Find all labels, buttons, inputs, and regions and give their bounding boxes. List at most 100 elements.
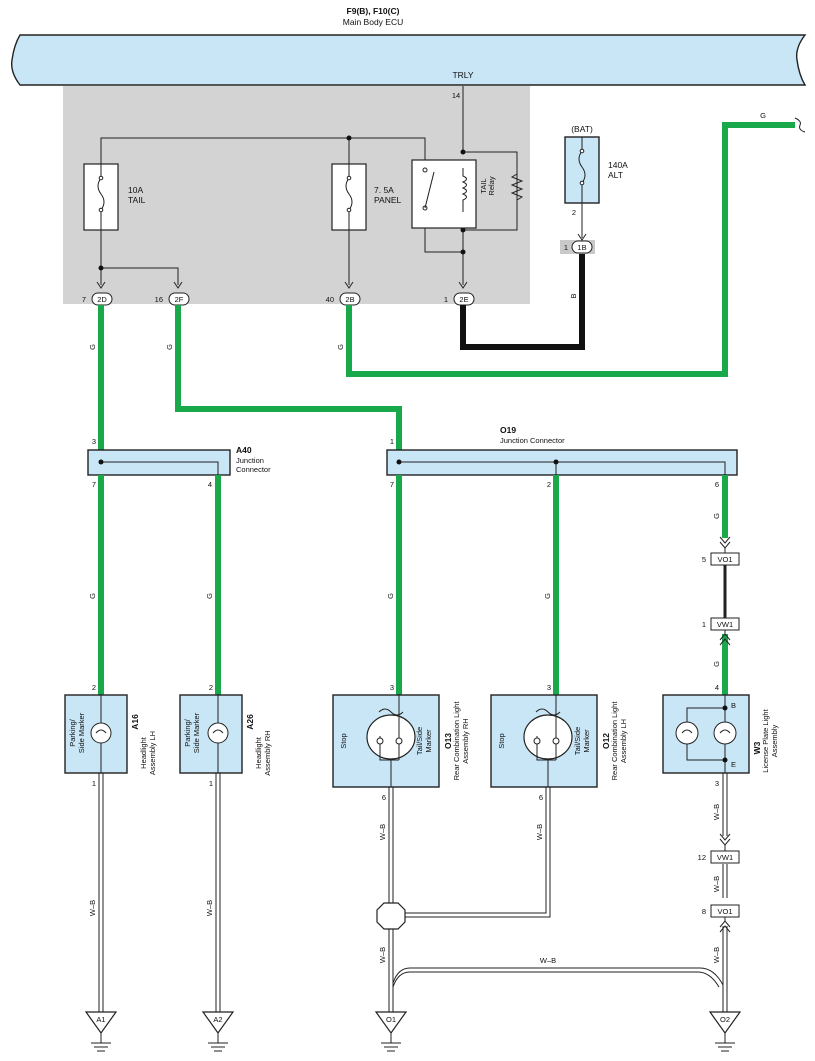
ground-a1 bbox=[84, 1011, 118, 1052]
ground-o1 bbox=[374, 1011, 408, 1052]
a26-label-1: Headlight bbox=[254, 736, 263, 769]
o19-pin-in: 1 bbox=[390, 437, 394, 446]
inline-vo1-bottom bbox=[710, 904, 740, 933]
inline-vw1-top bbox=[710, 617, 740, 646]
o13-label-2: Assembly RH bbox=[461, 718, 470, 763]
o13-label-1: Rear Combination Light bbox=[452, 701, 461, 781]
wire-label-a16: G bbox=[88, 593, 97, 599]
fuse-tail-amp: 10A bbox=[128, 185, 143, 195]
ecu-title: F9(B), F10(C) bbox=[347, 6, 400, 16]
wb-label-o13: W–B bbox=[378, 824, 387, 840]
o19-pin-out1: 7 bbox=[390, 480, 394, 489]
ecu-bus-bar bbox=[10, 34, 807, 86]
o13-stop-label: Stop bbox=[339, 733, 348, 748]
o12-tail-2: Marker bbox=[582, 729, 591, 753]
vw1-bot-code: VW1 bbox=[717, 853, 733, 862]
trly-pin: 14 bbox=[452, 91, 460, 100]
conn-1B-code: 1B bbox=[577, 243, 586, 252]
a16-pin-bot: 1 bbox=[92, 779, 96, 788]
o13-code: O13 bbox=[443, 733, 453, 749]
a26-code: A26 bbox=[245, 714, 255, 730]
wb-label-a16: W–B bbox=[88, 900, 97, 916]
vw1-top-code: VW1 bbox=[717, 620, 733, 629]
a40-pin-out2: 4 bbox=[208, 480, 212, 489]
wire-green-2B bbox=[346, 122, 795, 377]
vo1-top-code: VO1 bbox=[717, 555, 732, 564]
a26-inner-1: Parking/ bbox=[183, 718, 192, 746]
wire-label-w3-mid: G bbox=[712, 661, 721, 667]
ground-o2-label: O2 bbox=[720, 1015, 730, 1024]
wire-green-label-2F: G bbox=[165, 344, 174, 350]
wire-black-2E-1B bbox=[460, 254, 585, 350]
conn-2E-code: 2E bbox=[459, 295, 468, 304]
fuse-tail-name: TAIL bbox=[128, 195, 146, 205]
o19-node-1 bbox=[396, 459, 402, 465]
rear-combination-rh-o13 bbox=[332, 694, 440, 788]
conn-2D-pin: 7 bbox=[82, 295, 86, 304]
o19-code: O19 bbox=[500, 425, 516, 435]
headlight-rh-a26 bbox=[179, 694, 243, 774]
conn-1B bbox=[560, 233, 595, 254]
conn-2B-code: 2B bbox=[345, 295, 354, 304]
ground-wires bbox=[98, 773, 728, 1012]
conn-2D-code: 2D bbox=[97, 295, 107, 304]
w3-code: W3 bbox=[752, 741, 762, 754]
alt-fusible-link bbox=[564, 136, 600, 204]
a40-label-2: Connector bbox=[236, 465, 271, 474]
wire-black-label: B bbox=[569, 293, 578, 298]
conn-1B-pin: 1 bbox=[564, 243, 568, 252]
o12-label-1: Rear Combination Light bbox=[610, 701, 619, 781]
wire-label-a26: G bbox=[205, 593, 214, 599]
ground-a2-label: A2 bbox=[213, 1015, 222, 1024]
relay-label-1: TAIL bbox=[479, 178, 488, 193]
ground-a1-label: A1 bbox=[96, 1015, 105, 1024]
conn-2F-code: 2F bbox=[175, 295, 184, 304]
rear-combination-lh-o12 bbox=[490, 694, 598, 788]
fuse-panel bbox=[331, 163, 367, 231]
o19-pin-out2: 2 bbox=[547, 480, 551, 489]
a26-label-2: Assembly RH bbox=[263, 730, 272, 775]
a40-pin-out1: 7 bbox=[92, 480, 96, 489]
a40-internal bbox=[101, 461, 219, 475]
a26-inner-2: Side Marker bbox=[192, 712, 201, 753]
license-plate-light-w3 bbox=[662, 694, 750, 774]
wire-green-label-2D: G bbox=[88, 344, 97, 350]
a40-pin-in: 3 bbox=[92, 437, 96, 446]
a16-code: A16 bbox=[130, 714, 140, 730]
a26-pin-top: 2 bbox=[209, 683, 213, 692]
wire-label-o12: G bbox=[543, 593, 552, 599]
a16-label-2: Assembly LH bbox=[148, 731, 157, 775]
conn-2E-pin: 1 bbox=[444, 295, 448, 304]
vo1-bot-code: VO1 bbox=[717, 907, 732, 916]
w3-pin-bot: 3 bbox=[715, 779, 719, 788]
alt-pin: 2 bbox=[572, 208, 576, 217]
splice-point bbox=[376, 902, 406, 930]
conn-2B-pin: 40 bbox=[326, 295, 334, 304]
o19-node-2 bbox=[553, 459, 559, 465]
o13-tail-1: Tail/Side bbox=[415, 727, 424, 755]
wire-green-label-2B: G bbox=[336, 344, 345, 350]
w3-label-2: Assembly bbox=[770, 724, 779, 757]
o12-tail-1: Tail/Side bbox=[573, 727, 582, 755]
wire-green-2F bbox=[175, 305, 402, 450]
o12-pin-bot: 6 bbox=[539, 793, 543, 802]
vw1-bot-pin: 12 bbox=[698, 853, 706, 862]
w3-e-label: E bbox=[731, 760, 736, 769]
a40-label-1: Junction bbox=[236, 456, 264, 465]
ground-a2 bbox=[201, 1011, 235, 1052]
wb-label-w3-bot: W–B bbox=[712, 947, 721, 963]
o13-pin-bot: 6 bbox=[382, 793, 386, 802]
trly-label: TRLY bbox=[452, 70, 473, 80]
tail-relay bbox=[411, 159, 524, 229]
a26-pin-bot: 1 bbox=[209, 779, 213, 788]
wire-label-o13: G bbox=[386, 593, 395, 599]
bat-label: (BAT) bbox=[571, 124, 593, 134]
o12-stop-label: Stop bbox=[497, 733, 506, 748]
alt-name: ALT bbox=[608, 170, 623, 180]
a16-inner-2: Side Marker bbox=[77, 712, 86, 753]
vo1-top-pin: 5 bbox=[702, 555, 706, 564]
wb-label-a26: W–B bbox=[205, 900, 214, 916]
w3-label-1: License Plate Light bbox=[761, 708, 770, 772]
